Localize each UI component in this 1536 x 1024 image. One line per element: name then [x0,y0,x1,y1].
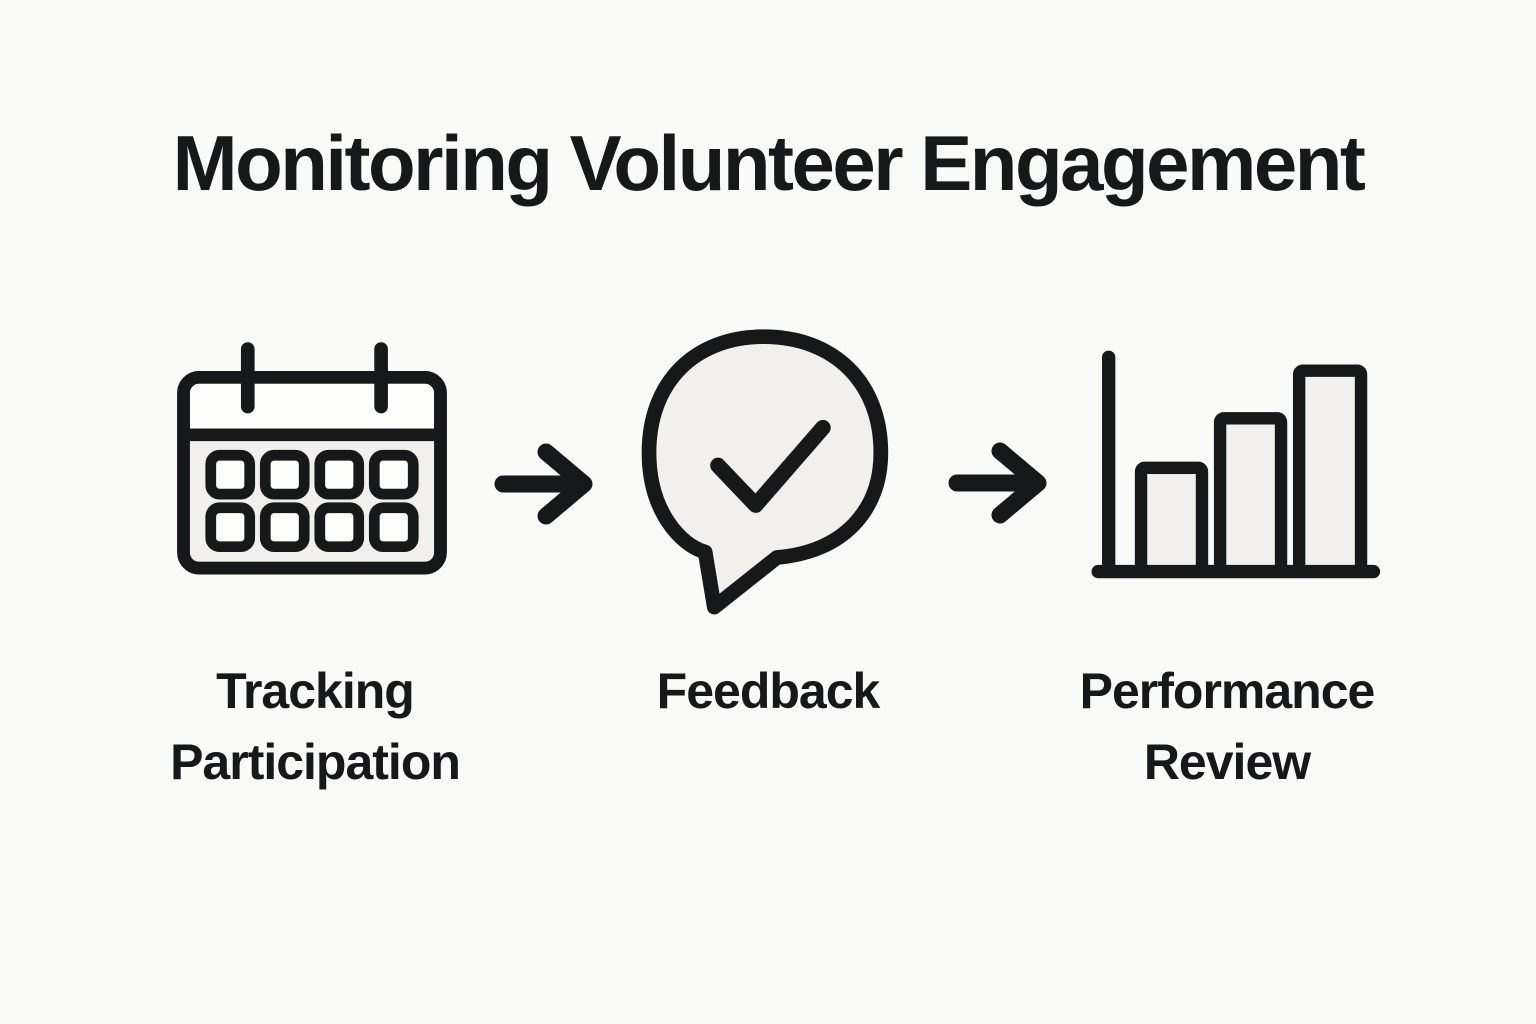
calendar-grid [205,449,419,553]
bar-low [1134,461,1209,578]
arrow-right-icon [948,435,1050,531]
step-label-performance-review: Performance Review [1079,663,1376,790]
bar-mid [1213,412,1288,578]
check-icon [710,419,831,513]
speech-bubble-check-icon [626,318,902,624]
calendar-icon [166,332,458,594]
bar-high [1292,364,1368,578]
bar-chart-icon [1082,336,1382,591]
page-title: Monitoring Volunteer Engagement [172,119,1366,207]
step-label-tracking-participation: Tracking Participation [170,663,461,790]
step-label-feedback: Feedback [656,663,881,719]
arrow-right-icon [494,436,596,532]
